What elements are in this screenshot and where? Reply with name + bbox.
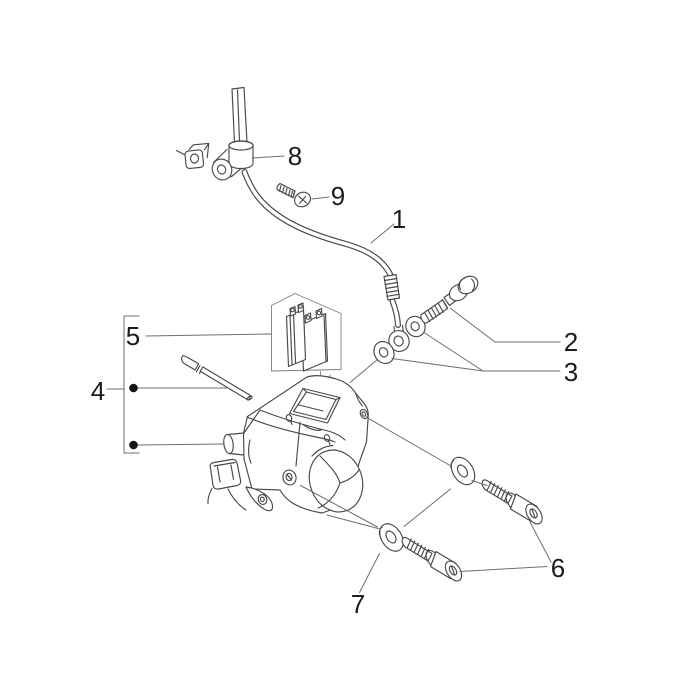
- axis-lower-bolt-2: [326, 514, 381, 530]
- pad-pin: [181, 354, 253, 401]
- callout-label-1: 1: [392, 204, 406, 234]
- leader-3: [391, 332, 561, 372]
- axis-lower-bolt: [300, 485, 378, 528]
- brake-pads: [285, 302, 329, 372]
- leader-7: [359, 553, 380, 593]
- hose-clamp: [211, 140, 254, 181]
- callout-label-2: 2: [564, 327, 578, 357]
- leader-6: [459, 521, 552, 572]
- leader-8: [251, 155, 285, 159]
- leader-4: [137, 387, 229, 446]
- leader-dots: [129, 383, 138, 450]
- clamp-screw: [276, 182, 312, 208]
- leader-1: [370, 223, 395, 244]
- hose-spring-guard: [383, 273, 401, 301]
- mounting-washer-lower: [378, 523, 404, 552]
- washer-link-line: [403, 488, 451, 527]
- callout-label-8: 8: [288, 141, 302, 171]
- callout-labels: 1 2 3 4 5 6 7 8 9: [91, 141, 578, 619]
- mounting-washer-upper: [450, 456, 476, 486]
- callout-label-9: 9: [331, 181, 345, 211]
- leader-2: [449, 307, 561, 343]
- leader-9: [311, 196, 330, 200]
- callout-label-6: 6: [551, 553, 565, 583]
- axis-upper-bolt-2: [471, 480, 488, 486]
- mounting-bolt-upper: [481, 479, 543, 525]
- square-nut: [175, 142, 210, 170]
- callout-label-4: 4: [91, 376, 105, 406]
- leader-5: [145, 333, 272, 337]
- axis-upper-bolt: [365, 416, 451, 466]
- callout-label-7: 7: [351, 589, 365, 619]
- hose-support-tube: [231, 86, 248, 144]
- callout-label-3: 3: [564, 357, 578, 387]
- banjo-bolt: [420, 275, 479, 324]
- diagram-linework: [175, 86, 543, 582]
- dot-4a: [129, 383, 138, 393]
- caliper-body: [207, 375, 369, 514]
- banjo-washers: [373, 315, 426, 365]
- callout-label-5: 5: [126, 321, 140, 351]
- axis-banjo: [349, 359, 378, 383]
- leader-lines: [106, 155, 561, 593]
- bracket-4: [106, 315, 140, 454]
- brake-hose: [241, 169, 401, 328]
- mounting-bolt-lower: [401, 536, 463, 582]
- dot-4b: [129, 440, 138, 450]
